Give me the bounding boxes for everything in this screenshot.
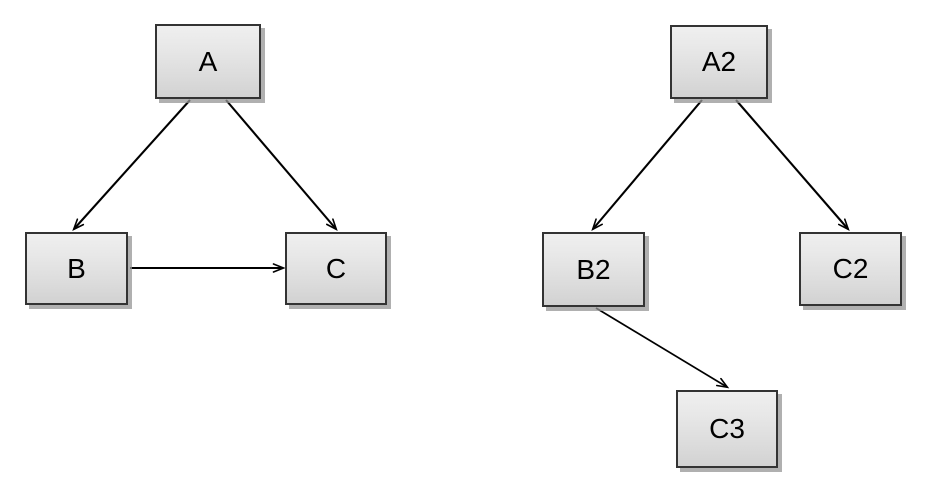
node-a2-label: A2 <box>701 46 737 77</box>
node-a-label: A <box>198 45 218 77</box>
node-b2[interactable]: B2 <box>542 232 645 307</box>
node-c-label: C <box>325 252 347 284</box>
node-c2-label: C2 <box>832 253 869 284</box>
node-c3-label: C3 <box>709 413 745 444</box>
edge-b2-to-c3 <box>595 307 730 389</box>
edge-a2-to-c2 <box>735 99 850 232</box>
edge-a-to-b <box>72 99 191 231</box>
node-a2[interactable]: A2 <box>670 25 768 99</box>
edge-a-to-c <box>225 99 338 232</box>
node-a[interactable]: A <box>155 24 261 99</box>
node-c3[interactable]: C3 <box>676 390 778 468</box>
node-c2[interactable]: C2 <box>799 232 902 306</box>
node-b-label: B <box>67 252 86 284</box>
node-b[interactable]: B <box>25 232 128 305</box>
edge-a2-to-b2 <box>591 99 703 232</box>
node-c[interactable]: C <box>285 232 387 305</box>
node-b2-label: B2 <box>576 253 611 285</box>
